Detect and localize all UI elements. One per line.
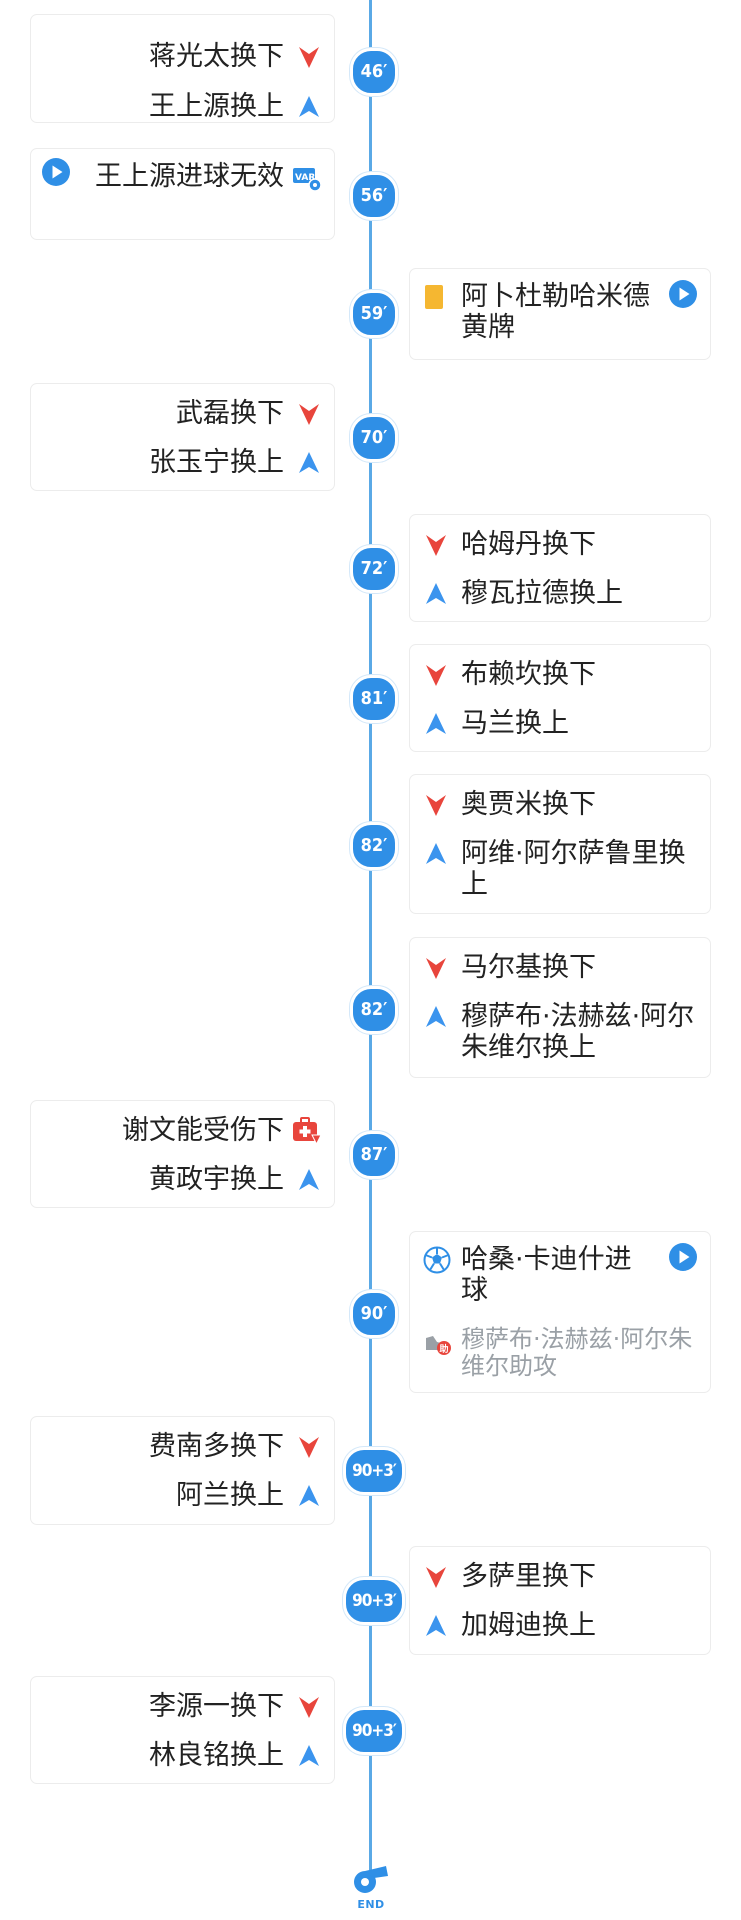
event-text: 哈桑·卡迪什进球 bbox=[461, 1244, 632, 1306]
whistle-icon bbox=[354, 1866, 388, 1893]
sub-in-arrow-icon bbox=[296, 1743, 322, 1769]
sub-in-text: 黄政宇换上 bbox=[149, 1164, 284, 1195]
sub-in-arrow-icon bbox=[423, 711, 449, 737]
sub-out-text: 奥贾米换下 bbox=[461, 789, 596, 820]
sub-out-arrow-icon bbox=[296, 401, 322, 427]
sub-out-arrow-icon bbox=[423, 532, 449, 558]
match-end-marker: END bbox=[348, 1858, 394, 1918]
sub-in-text: 王上源换上 bbox=[149, 91, 284, 122]
svg-text:VAR: VAR bbox=[295, 173, 315, 183]
sub-out-text: 费南多换下 bbox=[149, 1431, 284, 1462]
svg-text:助: 助 bbox=[440, 1343, 449, 1355]
substitution-card[interactable]: 多萨里换下 加姆迪换上 bbox=[409, 1546, 711, 1655]
play-video-icon[interactable] bbox=[668, 279, 698, 309]
play-video-icon[interactable] bbox=[41, 157, 71, 187]
minute-badge: 56′ bbox=[350, 172, 398, 220]
sub-out-text: 李源一换下 bbox=[149, 1691, 284, 1722]
sub-in-arrow-icon bbox=[423, 841, 449, 867]
minute-badge: 70′ bbox=[350, 414, 398, 462]
sub-out-text: 谢文能受伤下 bbox=[122, 1115, 284, 1146]
sub-out-text: 蒋光太换下 bbox=[149, 41, 284, 72]
assist-text: 穆萨布·法赫兹·阿尔朱维尔助攻 bbox=[461, 1325, 693, 1380]
injury-substitution-card[interactable]: 谢文能受伤下 黄政宇换上 bbox=[30, 1100, 335, 1208]
substitution-card[interactable]: 哈姆丹换下 穆瓦拉德换上 bbox=[409, 514, 711, 622]
sub-in-arrow-icon bbox=[296, 450, 322, 476]
sub-in-arrow-icon bbox=[296, 94, 322, 120]
sub-in-text: 阿维·阿尔萨鲁里换上 bbox=[461, 838, 686, 900]
minute-badge: 90+3′ bbox=[343, 1577, 405, 1625]
substitution-card[interactable]: 蒋光太换下 王上源换上 bbox=[30, 14, 335, 123]
minute-badge: 81′ bbox=[350, 675, 398, 723]
goal-event-card[interactable]: 哈桑·卡迪什进球 助 穆萨布·法赫兹·阿尔朱维尔助攻 bbox=[409, 1231, 711, 1393]
football-icon bbox=[423, 1246, 451, 1274]
minute-badge: 46′ bbox=[350, 48, 398, 96]
assist-boot-icon: 助 bbox=[426, 1336, 451, 1355]
yellow-card-event-card[interactable]: 阿卜杜勒哈米德黄牌 bbox=[409, 268, 711, 360]
sub-in-text: 马兰换上 bbox=[461, 708, 569, 739]
substitution-card[interactable]: 武磊换下 张玉宁换上 bbox=[30, 383, 335, 491]
minute-badge: 87′ bbox=[350, 1131, 398, 1179]
var-review-icon: VAR bbox=[293, 168, 322, 192]
substitution-card[interactable]: 费南多换下 阿兰换上 bbox=[30, 1416, 335, 1525]
sub-out-arrow-icon bbox=[296, 1694, 322, 1720]
sub-in-text: 穆瓦拉德换上 bbox=[461, 578, 623, 609]
minute-badge: 59′ bbox=[350, 290, 398, 338]
sub-out-arrow-icon bbox=[423, 662, 449, 688]
substitution-card[interactable]: 奥贾米换下 阿维·阿尔萨鲁里换上 bbox=[409, 774, 711, 914]
yellow-card-icon bbox=[425, 285, 443, 309]
sub-in-arrow-icon bbox=[423, 1004, 449, 1030]
sub-out-text: 马尔基换下 bbox=[461, 952, 596, 983]
substitution-card[interactable]: 李源一换下 林良铭换上 bbox=[30, 1676, 335, 1784]
sub-in-text: 张玉宁换上 bbox=[149, 447, 284, 478]
sub-out-arrow-icon bbox=[423, 955, 449, 981]
sub-in-arrow-icon bbox=[296, 1167, 322, 1193]
sub-out-arrow-icon bbox=[296, 44, 322, 70]
event-text: 阿卜杜勒哈米德黄牌 bbox=[461, 281, 650, 343]
minute-badge: 82′ bbox=[350, 986, 398, 1034]
substitution-card[interactable]: 马尔基换下 穆萨布·法赫兹·阿尔朱维尔换上 bbox=[409, 937, 711, 1078]
sub-out-text: 布赖坎换下 bbox=[461, 659, 596, 690]
sub-out-text: 武磊换下 bbox=[176, 398, 284, 429]
sub-in-arrow-icon bbox=[423, 581, 449, 607]
sub-in-text: 阿兰换上 bbox=[176, 1480, 284, 1511]
event-text: 王上源进球无效 bbox=[95, 161, 284, 192]
sub-in-text: 穆萨布·法赫兹·阿尔朱维尔换上 bbox=[461, 1001, 695, 1063]
minute-badge: 90′ bbox=[350, 1290, 398, 1338]
sub-out-text: 多萨里换下 bbox=[461, 1561, 596, 1592]
sub-out-arrow-icon bbox=[423, 1564, 449, 1590]
sub-out-text: 哈姆丹换下 bbox=[461, 529, 596, 560]
sub-in-arrow-icon bbox=[423, 1613, 449, 1639]
var-goal-disallowed-card[interactable]: 王上源进球无效 VAR bbox=[30, 148, 335, 240]
timeline-axis bbox=[369, 0, 372, 1870]
minute-badge: 90+3′ bbox=[343, 1707, 405, 1755]
substitution-card[interactable]: 布赖坎换下 马兰换上 bbox=[409, 644, 711, 752]
play-video-icon[interactable] bbox=[668, 1242, 698, 1272]
injury-kit-icon bbox=[293, 1117, 322, 1145]
sub-in-text: 加姆迪换上 bbox=[461, 1610, 596, 1641]
end-label: END bbox=[357, 1898, 385, 1911]
minute-badge: 72′ bbox=[350, 545, 398, 593]
sub-out-arrow-icon bbox=[296, 1434, 322, 1460]
sub-in-arrow-icon bbox=[296, 1483, 322, 1509]
sub-in-text: 林良铭换上 bbox=[149, 1740, 284, 1771]
sub-out-arrow-icon bbox=[423, 792, 449, 818]
minute-badge: 90+3′ bbox=[343, 1447, 405, 1495]
minute-badge: 82′ bbox=[350, 822, 398, 870]
